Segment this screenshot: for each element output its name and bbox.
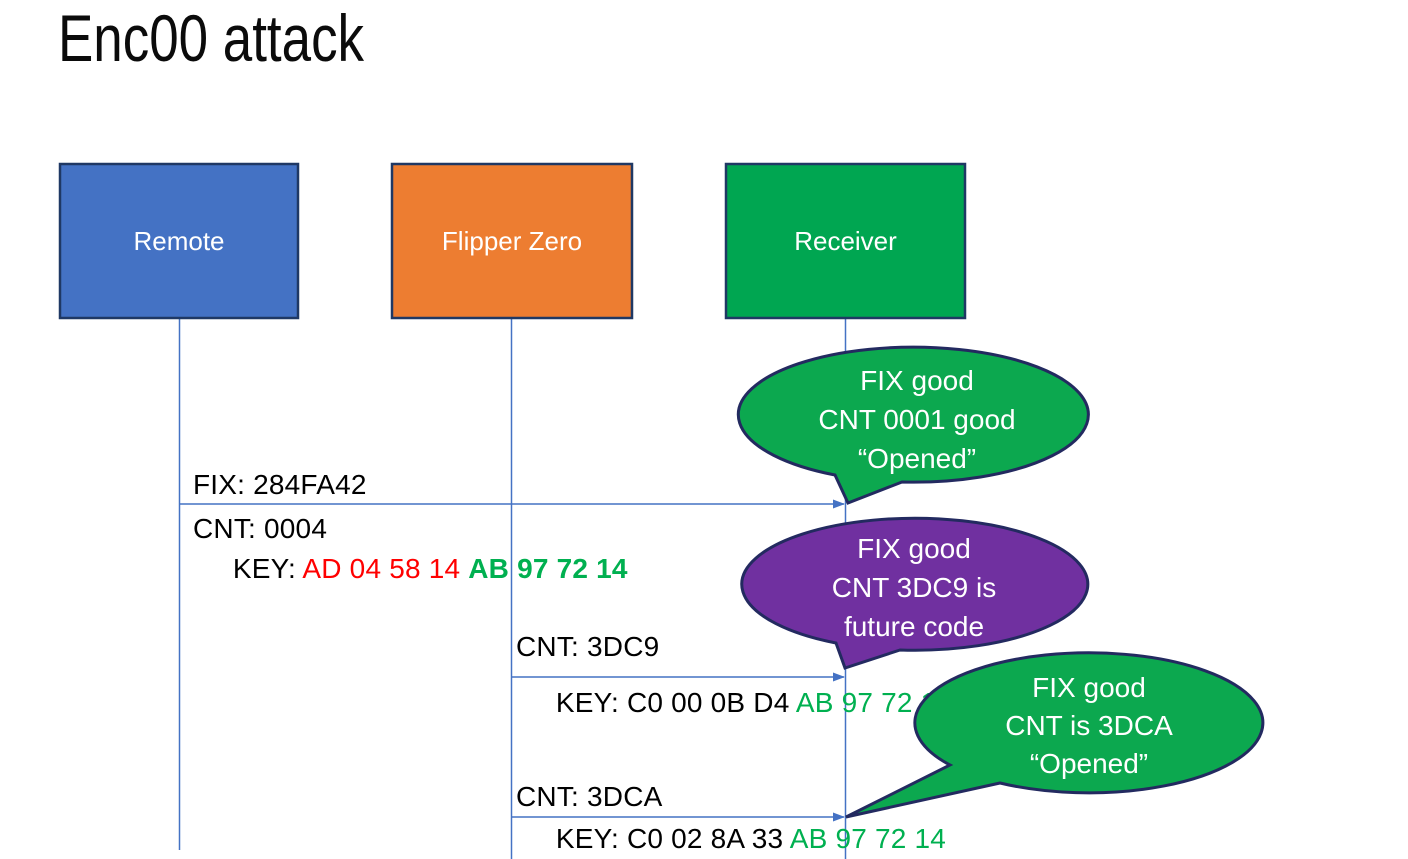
message1-key-label: KEY: AD 04 58 14 AB 97 72 14 — [193, 553, 652, 584]
callout-bubble-receiver-opened-2 — [845, 651, 1265, 819]
message2-cnt-label: CNT: 3DC9 — [516, 631, 659, 662]
callout3-line3: “Opened” — [1030, 748, 1148, 779]
callout1-line2: CNT 0001 good — [818, 404, 1015, 435]
message3-key-label: KEY: C0 02 8A 33 AB 97 72 14 — [516, 823, 970, 854]
actor-box-receiver — [724, 162, 967, 320]
message1-key-red-bytes: AD 04 58 14 — [302, 553, 468, 584]
message3-key-black-bytes: KEY: C0 02 8A 33 — [556, 823, 790, 854]
page-title: Enc00 attack — [58, 1, 365, 75]
message1-key-prefix: KEY: — [233, 553, 303, 584]
message2-key-black-bytes: KEY: C0 00 0B D4 — [556, 687, 796, 718]
callout1-line3: “Opened” — [858, 443, 976, 474]
actor-box-flipper-zero — [390, 162, 634, 320]
message3-key-green-bytes: AB 97 72 14 — [790, 823, 946, 854]
callout1-line1: FIX good — [860, 365, 974, 396]
message1-cnt-label: CNT: 0004 — [193, 513, 327, 544]
actor-box-remote — [58, 162, 300, 320]
callout2-line2: CNT 3DC9 is — [832, 572, 996, 603]
callout3-line1: FIX good — [1032, 672, 1146, 703]
actor-label-remote: Remote — [133, 226, 224, 256]
message2-key-label: KEY: C0 00 0B D4 AB 97 72 14 — [516, 687, 976, 718]
callout2-line1: FIX good — [857, 533, 971, 564]
message1-key-green-bytes: AB 97 72 14 — [468, 553, 628, 584]
callout3-line2: CNT is 3DCA — [1005, 710, 1173, 741]
callout2-line3: future code — [844, 611, 984, 642]
message3-cnt-label: CNT: 3DCA — [516, 781, 663, 812]
actor-label-receiver: Receiver — [794, 226, 897, 256]
message1-fix-label: FIX: 284FA42 — [193, 469, 367, 500]
callout-bubble-receiver-future-code — [740, 516, 1090, 670]
actor-label-flipper-zero: Flipper Zero — [442, 226, 582, 256]
callout-bubble-receiver-opened-1 — [736, 345, 1090, 505]
